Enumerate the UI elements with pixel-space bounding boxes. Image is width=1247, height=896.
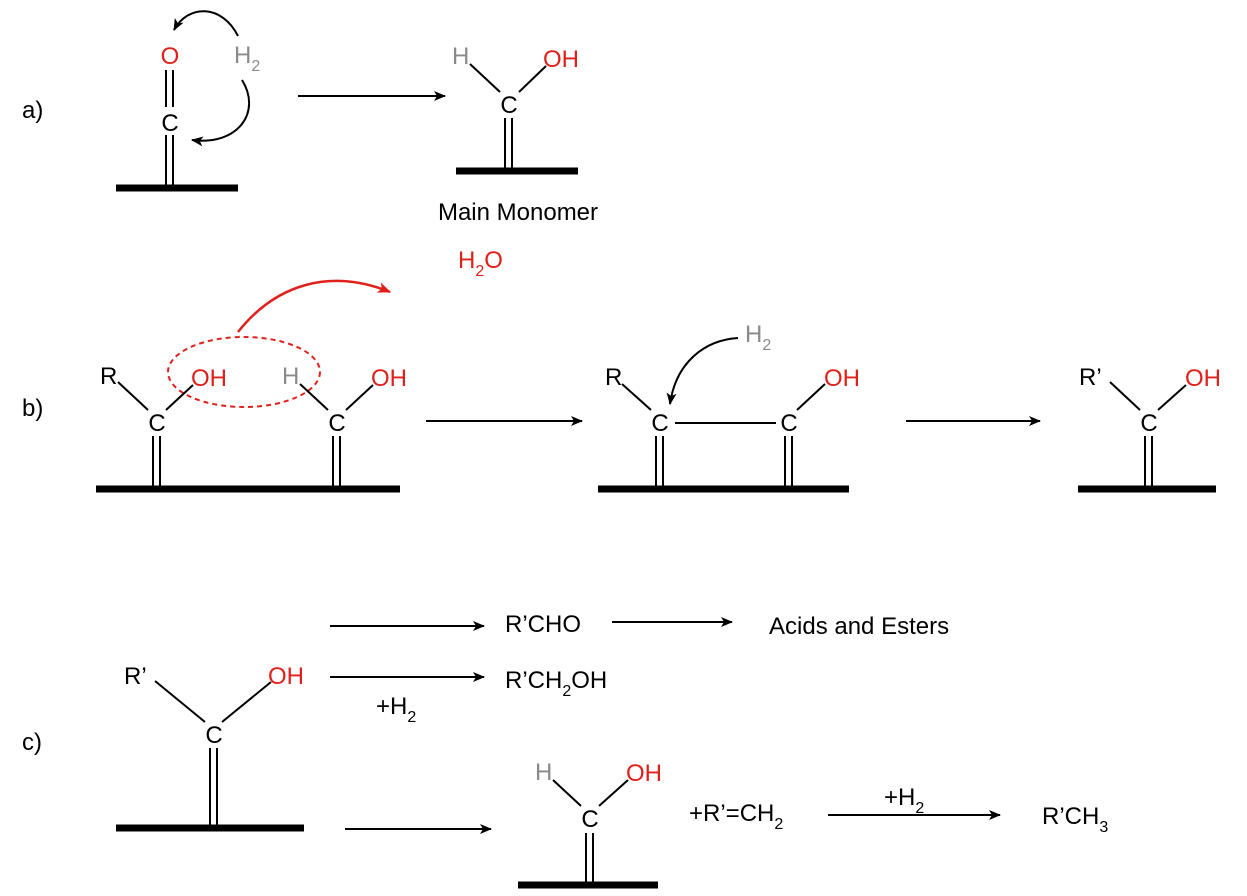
elimination-highlight: [167, 336, 321, 408]
hydroxyl-group: OH: [371, 365, 407, 392]
curved-arrow-icon: [666, 337, 739, 405]
single-bond-line: [345, 384, 374, 411]
carbon-atom: C: [780, 410, 797, 437]
single-bond-line: [469, 63, 501, 93]
single-bond-line: [299, 383, 329, 411]
hydroxyl-group: OH: [1185, 365, 1221, 392]
carbon-atom: C: [148, 410, 165, 437]
single-bond-line: [552, 779, 582, 807]
acids-esters-product: Acids and Esters: [769, 613, 949, 640]
single-bond-line: [518, 65, 547, 93]
carbon-atom: C: [1140, 410, 1157, 437]
carbon-atom: C: [500, 92, 517, 119]
hydrogen-atom: H: [282, 363, 299, 390]
alcohol-product: R’CH2OH: [505, 667, 607, 700]
alkane-product: R’CH3: [1042, 803, 1108, 836]
single-bond-line: [117, 381, 149, 411]
carbon-atom: C: [651, 410, 668, 437]
single-bond-line: [796, 383, 826, 411]
hydroxyl-group: OH: [824, 365, 860, 392]
hydroxyl-group: OH: [543, 46, 579, 73]
hydrogen-atom: H: [452, 43, 469, 70]
panel-label-b: b): [22, 395, 43, 422]
oxygen-atom: O: [161, 43, 180, 70]
hydroxyl-group: OH: [191, 365, 227, 392]
hydrogen-reagent: H2: [745, 321, 771, 354]
single-bond-line: [165, 384, 194, 411]
curved-arrow-icon: [191, 79, 251, 147]
panel-a: a) C O H2 C H OH Main Monomer: [22, 10, 598, 226]
hydrogen-atom: H: [535, 759, 552, 786]
main-monomer-caption: Main Monomer: [438, 199, 598, 226]
hydroxyl-group: OH: [268, 663, 304, 690]
single-bond-line: [598, 779, 629, 807]
carbon-atom: C: [161, 110, 178, 137]
panel-c: c) C R’ OH R’CHO Acids and Esters +H2 R’…: [22, 611, 1108, 889]
olefin-product: +R’=CH2: [689, 800, 783, 833]
single-bond-line: [1109, 381, 1141, 411]
panel-label-c: c): [22, 729, 42, 756]
curved-arrow-icon: [237, 279, 392, 333]
r-group: R: [605, 364, 622, 391]
carbon-atom: C: [205, 722, 222, 749]
r-prime-group: R’: [124, 663, 147, 690]
hydrogen-reagent: H2: [234, 42, 260, 75]
panel-label-a: a): [22, 97, 43, 124]
carbon-atom: C: [328, 410, 345, 437]
hydrogen-reagent: +H2: [884, 784, 924, 817]
hydrogen-reagent: +H2: [376, 693, 416, 726]
carbon-atom: C: [581, 806, 598, 833]
hydroxyl-group: OH: [626, 760, 662, 787]
r-prime-group: R’: [1079, 364, 1102, 391]
curved-arrow-icon: [173, 10, 239, 37]
single-bond-line: [1157, 384, 1187, 411]
panel-b: b) H2O C R OH C H OH C R C: [22, 247, 1221, 493]
single-bond-line: [221, 681, 272, 723]
water-product: H2O: [458, 247, 503, 280]
single-bond-line: [154, 680, 206, 723]
aldehyde-product: R’CHO: [505, 611, 581, 638]
r-group: R: [100, 363, 117, 390]
single-bond-line: [621, 383, 652, 411]
